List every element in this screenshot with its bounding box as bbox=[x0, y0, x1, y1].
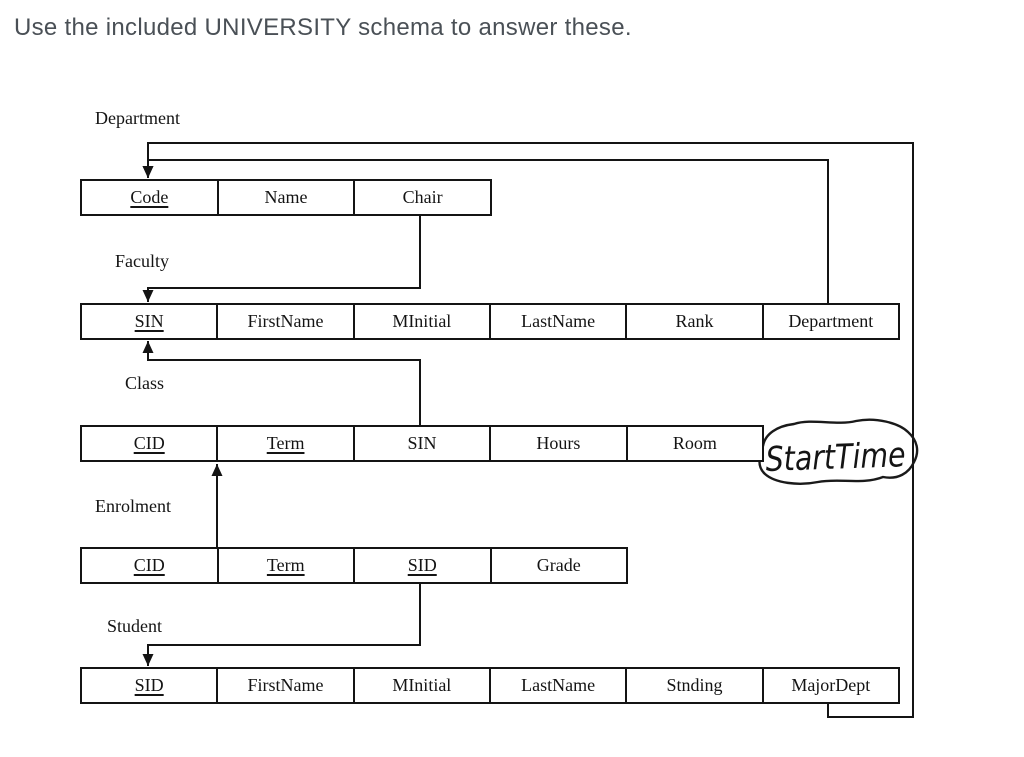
connector-class-sin-to-faculty-sin bbox=[147, 341, 421, 425]
starttime-annotation: StartTime bbox=[758, 418, 919, 485]
cell-class-cid: CID bbox=[82, 427, 219, 460]
connector-enrolment-sid-to-student-sid bbox=[147, 584, 421, 666]
cell-student-majordept: MajorDept bbox=[791, 675, 871, 695]
table-label-class: Class bbox=[125, 373, 165, 393]
cell-enrolment-sid: SID bbox=[355, 549, 492, 582]
arrowhead-department-chair-to-faculty-sin bbox=[142, 290, 154, 302]
cell-department-name: Name bbox=[219, 181, 356, 214]
instruction-text: Use the included UNIVERSITY schema to an… bbox=[14, 14, 632, 41]
connector-lines bbox=[142, 142, 914, 718]
cell-student-sid: SID bbox=[82, 669, 219, 702]
table-label-department: Department bbox=[95, 108, 180, 128]
cell-enrolment-term: Term bbox=[219, 549, 355, 582]
cell-enrolment-grade: Grade bbox=[536, 555, 581, 575]
cell-class-hours: Hours bbox=[491, 427, 628, 460]
cell-student-lastname: LastName bbox=[491, 669, 628, 702]
arrowhead-enrolment-sid-to-student-sid bbox=[142, 654, 154, 666]
table-label-faculty: Faculty bbox=[115, 251, 169, 271]
cell-faculty-sin: SIN bbox=[82, 305, 219, 338]
table-label-enrolment: Enrolment bbox=[95, 496, 171, 516]
arrowhead-class-sin-to-faculty-sin bbox=[142, 341, 154, 353]
table-label-student: Student bbox=[107, 616, 163, 636]
cell-student-minitial: MInitial bbox=[355, 669, 491, 702]
cell-department-code: Code bbox=[82, 181, 219, 214]
starttime-annotation-text: StartTime bbox=[765, 435, 906, 480]
cell-faculty-firstname: FirstName bbox=[218, 305, 355, 338]
cell-enrolment-cid: CID bbox=[82, 549, 219, 582]
cell-faculty-minitial: MInitial bbox=[355, 305, 491, 338]
starttime-annotation-outline bbox=[758, 418, 919, 485]
cell-student-firstname: FirstName bbox=[218, 669, 355, 702]
cell-faculty-lastname: LastName bbox=[491, 305, 628, 338]
cell-student-stnding: Stnding bbox=[627, 669, 764, 702]
connector-department-chair-to-faculty-sin bbox=[147, 216, 421, 302]
cell-class-term: Term bbox=[218, 427, 355, 460]
arrowhead-enrolment-cid-term-to-class-cid-term bbox=[211, 464, 223, 476]
cell-faculty-department: Department bbox=[788, 311, 874, 331]
cell-department-chair: Chair bbox=[402, 187, 443, 207]
cell-faculty-rank: Rank bbox=[627, 305, 764, 338]
connector-student-majordept-to-department-code bbox=[147, 142, 914, 718]
cell-class-sin: SIN bbox=[355, 427, 492, 460]
arrowhead-student-majordept-to-department-code bbox=[142, 166, 154, 178]
cell-class-room: Room bbox=[672, 433, 717, 453]
